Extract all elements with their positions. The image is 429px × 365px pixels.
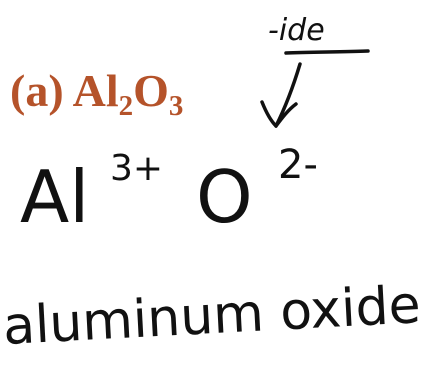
formula-subscript-3: 3 [169, 90, 184, 122]
cation-symbol: Al [20, 155, 89, 239]
anion-symbol: O [196, 155, 253, 239]
compound-name: aluminum oxide [2, 275, 422, 357]
anion-charge: 2- [278, 142, 318, 188]
formula-subscript-2: 2 [119, 90, 134, 122]
arrow-shaft [274, 62, 302, 128]
arrow-head [260, 100, 298, 128]
cation-charge: 3+ [110, 148, 163, 189]
suffix-note: -ide [268, 13, 325, 48]
problem-label: (a) Al2O3 [10, 65, 183, 122]
problem-label-prefix: (a) [10, 65, 73, 116]
formula-part-al: Al [73, 65, 119, 116]
suffix-underline [284, 49, 370, 55]
formula-part-o: O [133, 65, 169, 116]
